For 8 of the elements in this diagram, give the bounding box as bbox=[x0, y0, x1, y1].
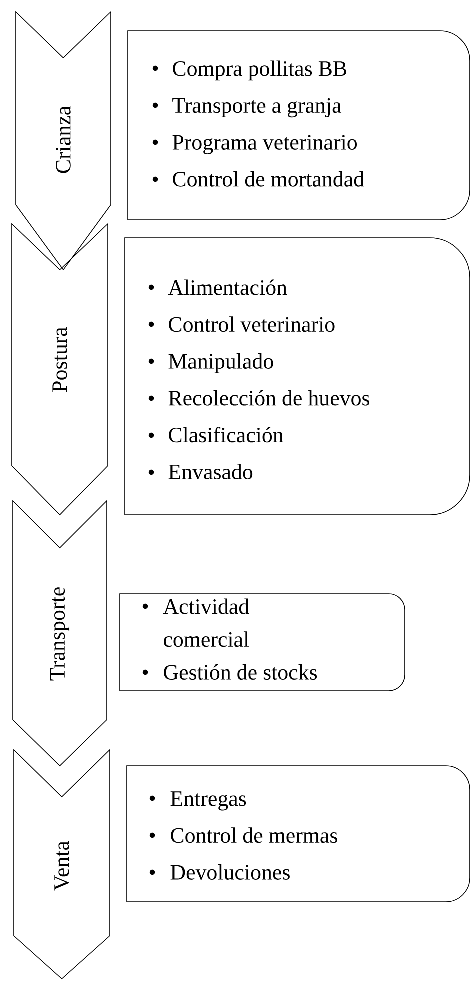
stage-banner: Crianza bbox=[16, 11, 112, 271]
bullet-list-box: Compra pollitas BB Transporte a granja Programa veterinario Control de mortandad bbox=[128, 30, 470, 220]
stage-banner: Transporte bbox=[12, 500, 108, 767]
bullet-list-box: Alimentación Control veterinario Manipulado Recolección de huevos Clasificación Envasado bbox=[124, 238, 470, 516]
bullet-list-box: Entregas Control de mermas Devoluciones bbox=[126, 766, 470, 902]
stage-banner: Postura bbox=[12, 223, 108, 516]
stage-banner: Venta bbox=[14, 749, 110, 980]
bullet-list-box: Actividad comercial Gestión de stocks bbox=[120, 594, 406, 692]
